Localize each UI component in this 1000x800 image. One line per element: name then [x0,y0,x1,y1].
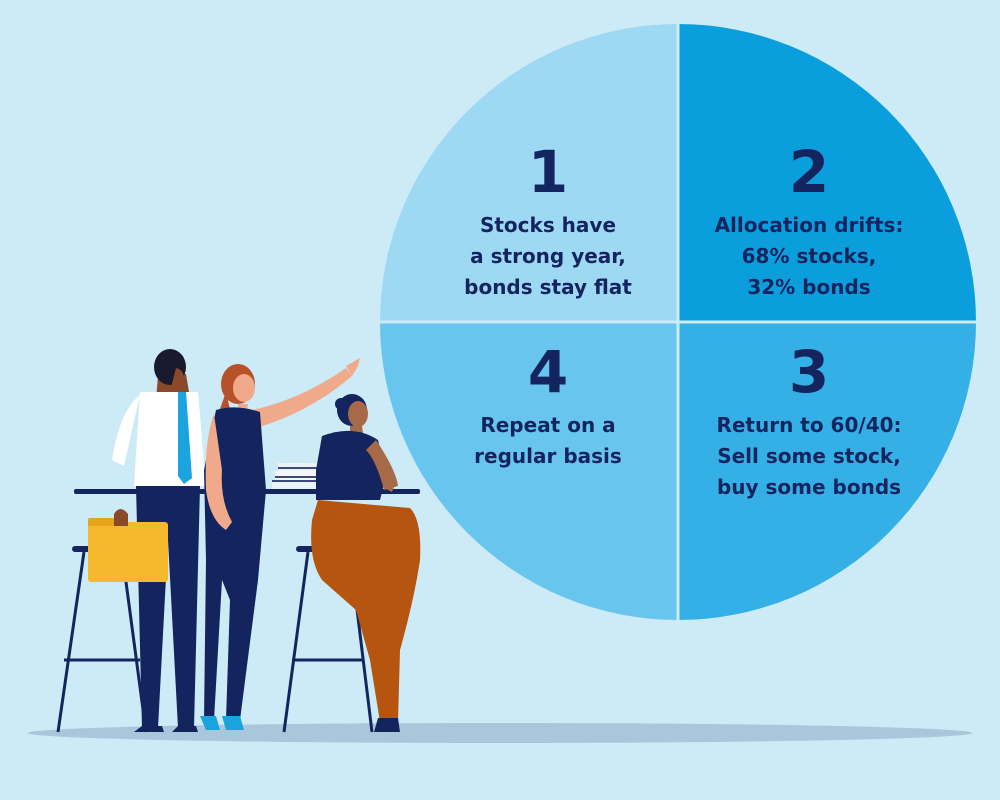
book-stack [272,463,320,489]
quadrant-3-line: Sell some stock, [717,444,901,468]
quadrant-1-number: 1 [527,138,569,206]
quadrant-3-number: 3 [788,338,830,406]
quadrant-1-line: a strong year, [470,244,626,268]
quadrant-1-line: Stocks have [479,213,617,237]
quadrant-4-line: regular basis [474,444,622,468]
folder-icon [88,522,168,582]
quadrant-2-line: Allocation drifts: [714,213,904,237]
quadrant-4-slice [380,322,678,620]
quadrant-2-slice [678,24,976,322]
floor-shadow [28,723,972,743]
quadrant-2-line: 32% bonds [747,275,871,299]
office-illustration [56,349,421,733]
quadrant-2-number: 2 [788,138,830,206]
quadrant-1-line: bonds stay flat [464,275,632,299]
cycle-pie [378,22,978,622]
quadrant-3-text: 3 Return to 60/40: Sell some stock, buy … [696,340,922,503]
quadrant-4-text: 4 Repeat on a regular basis [440,340,656,472]
quadrant-2-line: 68% stocks, [741,244,877,268]
quadrant-4-number: 4 [527,338,569,406]
quadrant-4-line: Repeat on a [480,413,616,437]
quadrant-2-text: 2 Allocation drifts: 68% stocks, 32% bon… [696,140,922,303]
quadrant-1-text: 1 Stocks have a strong year, bonds stay … [440,140,656,303]
quadrant-1-slice [380,24,678,322]
man-with-folder [88,349,206,732]
woman-pointing [200,358,360,730]
quadrant-3-line: Return to 60/40: [716,413,902,437]
quadrant-3-line: buy some bonds [716,475,902,499]
woman-seated [311,394,421,732]
quadrant-3-slice [678,322,976,620]
